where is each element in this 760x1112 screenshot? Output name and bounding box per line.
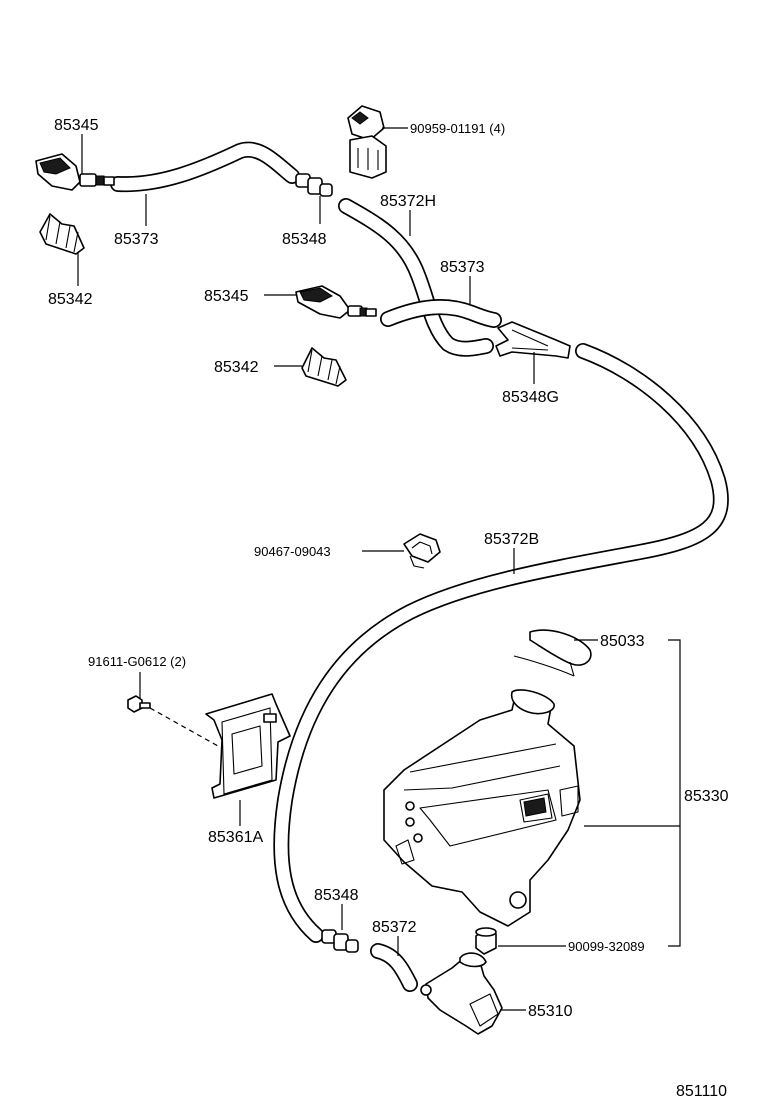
washer-tank — [383, 689, 581, 927]
leader-lines — [77, 127, 681, 1011]
label-nozzle-top-left: 85345 — [54, 117, 99, 134]
label-hose-mid: 85373 — [440, 259, 485, 276]
label-clamp-mid: 90467-09043 — [254, 544, 331, 559]
label-hose-top-left: 85373 — [114, 231, 159, 248]
three-way-joint — [495, 321, 571, 359]
label-nozzle-mid: 85345 — [204, 288, 249, 305]
washer-nozzle-top-left — [35, 153, 115, 191]
hose-85372-bottom — [370, 943, 418, 992]
label-grommet: 90099-32089 — [568, 939, 645, 954]
label-joint-bottom: 85348 — [314, 887, 359, 904]
label-bolt: 91611-G0612 (2) — [88, 654, 186, 669]
hose-85373-top — [110, 141, 300, 193]
label-hose-bottom: 85372 — [372, 919, 417, 936]
tank-cap — [513, 629, 592, 677]
label-tank-bracket: 85361A — [208, 829, 263, 846]
nozzle-bracket-top-left — [39, 213, 85, 255]
label-tank-assy: 85330 — [684, 788, 729, 805]
hose-clip-top — [347, 105, 387, 179]
label-cap: 85033 — [600, 633, 645, 650]
hose-joint-top — [295, 173, 333, 197]
label-joint-three-way: 85348G — [502, 389, 559, 406]
label-bracket-mid: 85342 — [214, 359, 259, 376]
nozzle-bracket-mid — [301, 347, 347, 387]
washer-pump — [420, 952, 503, 1035]
label-hose-long-h: 85372H — [380, 193, 436, 210]
label-clip-top: 90959-01191 (4) — [410, 121, 505, 136]
diagram-id: 851110 — [676, 1083, 727, 1100]
part-labels: 85345 85373 85342 90959-01191 (4) 85348 … — [48, 117, 729, 1100]
hose-85373-mid — [380, 299, 502, 328]
label-joint-top: 85348 — [282, 231, 327, 248]
pump-grommet — [475, 927, 497, 955]
bolt — [127, 695, 151, 713]
hose-clamp-mid — [403, 533, 441, 569]
washer-nozzle-mid — [295, 285, 377, 319]
label-hose-long-b: 85372B — [484, 531, 539, 548]
hose-joint-bottom — [321, 929, 359, 953]
label-pump: 85310 — [528, 1003, 573, 1020]
hose-85372h — [338, 198, 494, 357]
tank-bracket — [205, 693, 291, 799]
hose-85372b — [273, 343, 729, 943]
label-bracket-top-left: 85342 — [48, 291, 93, 308]
